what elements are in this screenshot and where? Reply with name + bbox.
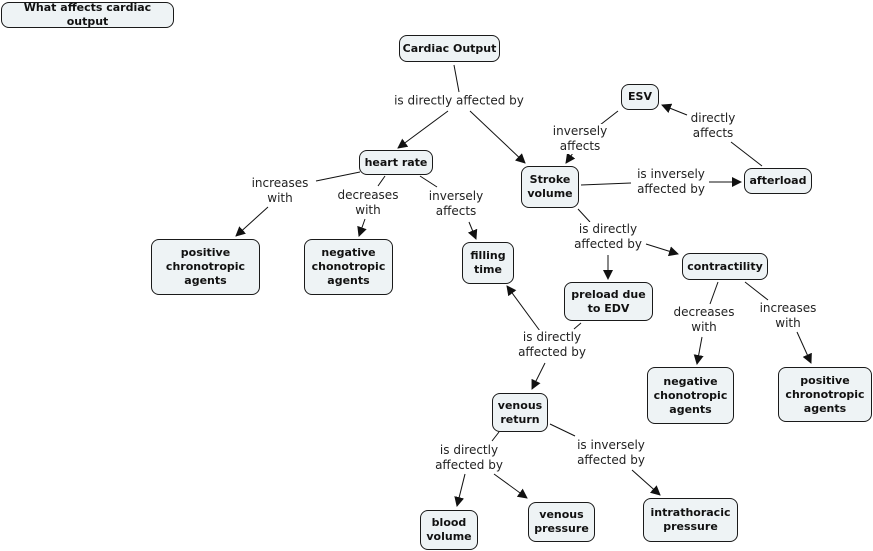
node-esv[interactable]: ESV (621, 84, 659, 110)
link-label-vr-directly-affected: is directly affected by (434, 443, 504, 473)
edge-increases-to-pos (235, 206, 269, 237)
edge-co-to-label (453, 64, 460, 93)
link-label-hr-inversely-affects: inversely affects (427, 189, 485, 219)
edge-contract-to-decreases (709, 281, 719, 305)
edge-directly-to-vr (531, 362, 546, 390)
node-stroke-volume[interactable]: Stroke volume (521, 166, 579, 208)
edge-sv-to-directly (577, 208, 591, 223)
node-intrathoracic-pressure[interactable]: intrathoracic pressure (643, 498, 738, 542)
edge-directly-to-bv (454, 473, 466, 507)
edge-hr-to-decreases (377, 175, 386, 187)
link-label-vr-inversely-affected: is inversely affected by (576, 438, 646, 468)
link-label-hr-increases-with: increases with (250, 176, 310, 206)
node-preload-due-to-edv[interactable]: preload due to EDV (564, 282, 653, 321)
edge-hr-to-inversely (419, 175, 438, 188)
edge-esv-to-inversely (599, 110, 619, 126)
node-heart-rate[interactable]: heart rate (359, 150, 433, 175)
link-label-contractility-increases-with: increases with (758, 301, 818, 331)
edge-sv-to-inversely (580, 182, 632, 186)
edge-decreases-to-neg (357, 218, 367, 237)
edge-afterload-to-directly (730, 141, 763, 167)
edge-inversely-to-sv (565, 152, 576, 164)
node-filling-time[interactable]: filling time (462, 242, 514, 284)
edge-label-to-hr (397, 110, 449, 149)
edge-directly-to-filling (506, 285, 541, 332)
edge-inversely-to-filling (467, 221, 478, 240)
link-label-co-directly-affected: is directly affected by (393, 93, 525, 109)
edge-directly-to-esv (661, 103, 688, 116)
link-label-sv-directly-affected: is directly affected by (573, 222, 643, 252)
link-label-hr-decreases-with: decreases with (336, 188, 400, 218)
edge-vr-to-directly (491, 431, 500, 442)
edge-vr-to-inversely (549, 423, 576, 437)
edge-contract-to-increases (744, 281, 769, 301)
edge-directly-to-vp (493, 473, 528, 499)
link-label-esv-inversely-affects: inversely affects (551, 124, 609, 154)
node-contractility[interactable]: contractility (682, 253, 768, 280)
node-positive-chronotropic-agents-left[interactable]: positive chronotropic agents (151, 239, 260, 295)
edge-directly-to-contractility (645, 243, 679, 257)
node-venous-return[interactable]: venous return (492, 393, 548, 432)
edge-inversely-to-itp (631, 469, 661, 496)
link-label-preload-directly-affected: is directly affected by (517, 330, 587, 360)
node-blood-volume[interactable]: blood volume (420, 510, 478, 550)
edge-label-to-sv (469, 110, 526, 164)
node-negative-chonotropic-agents-left[interactable]: negative chonotropic agents (304, 239, 393, 295)
node-positive-chronotropic-agents-right[interactable]: positive chronotropic agents (778, 367, 872, 422)
node-venous-pressure[interactable]: venous pressure (528, 502, 595, 542)
node-afterload[interactable]: afterload (744, 168, 812, 194)
link-label-contractility-decreases-with: decreases with (672, 305, 736, 335)
link-label-afterload-directly-affects: directly affects (689, 111, 737, 141)
edge-increases-to-pos-right (796, 331, 812, 364)
edge-hr-to-increases (315, 171, 361, 182)
link-label-sv-inversely-affected: is inversely affected by (636, 167, 706, 197)
map-title[interactable]: What affects cardiac output (1, 1, 174, 28)
edge-preload-to-directly (573, 322, 582, 330)
node-negative-chonotropic-agents-right[interactable]: negative chonotropic agents (647, 367, 734, 424)
node-cardiac-output[interactable]: Cardiac Output (399, 35, 500, 62)
edge-decreases-to-neg-right (693, 336, 704, 365)
